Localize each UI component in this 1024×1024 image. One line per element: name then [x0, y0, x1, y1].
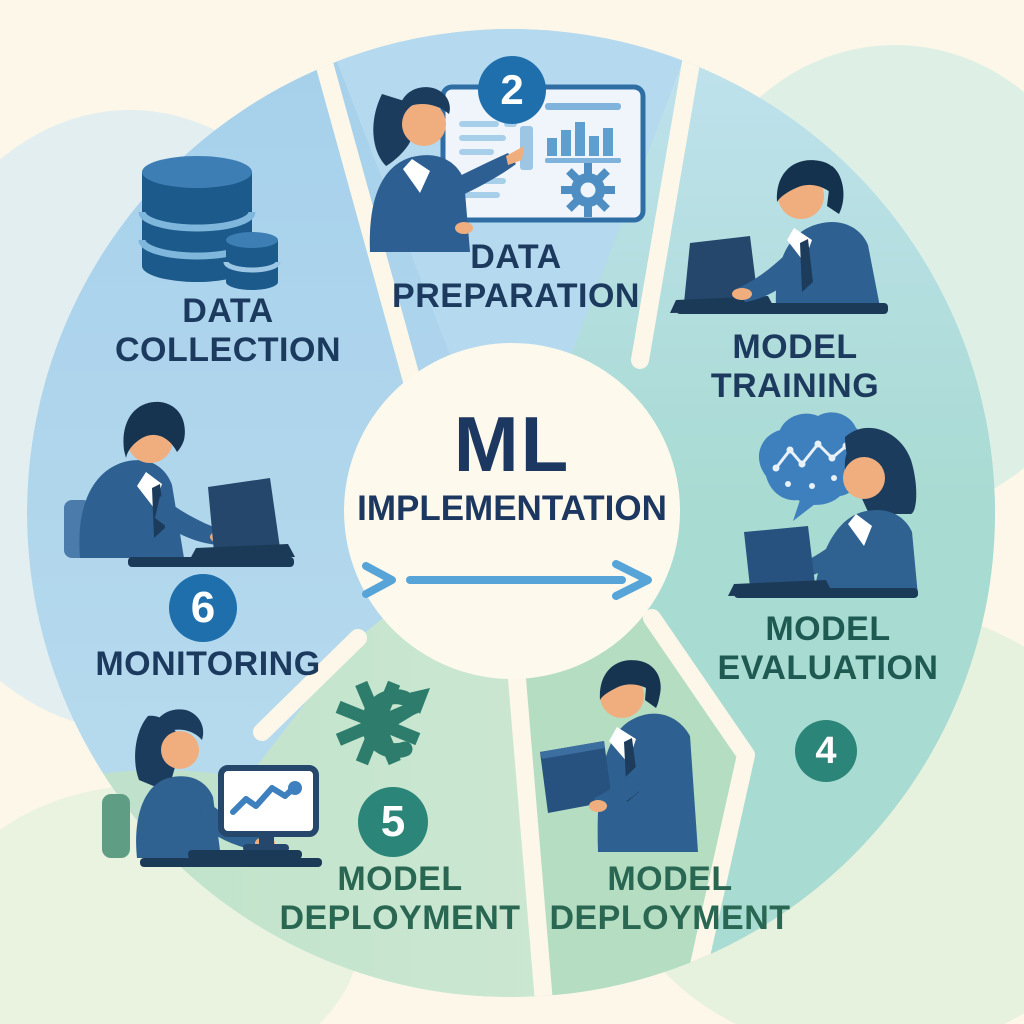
label-monitoring: MONITORING	[95, 645, 321, 683]
database-icon	[138, 156, 281, 290]
model-evaluation-woman-illustration	[728, 427, 918, 598]
brain-icon	[758, 412, 866, 521]
label-data-collection: DATA COLLECTION	[115, 292, 341, 369]
model-training-man-illustration	[670, 160, 888, 314]
badge-step-2: 2	[478, 56, 546, 124]
chevron-right-icon	[362, 562, 396, 598]
presentation-board-icon	[440, 84, 646, 223]
center-circle	[344, 343, 680, 679]
segment-data-preparation-wedge	[290, 29, 725, 513]
label-model-deployment-right: MODEL DEPLOYMENT	[549, 860, 791, 937]
gear-check-icon	[335, 680, 430, 766]
badge-step-5: 5	[358, 787, 428, 857]
board-gear-icon	[561, 163, 615, 217]
label-model-deployment-left: MODEL DEPLOYMENT	[279, 860, 521, 937]
center-subtitle: IMPLEMENTATION	[357, 489, 667, 528]
right-arrow-icon	[362, 560, 652, 600]
model-deployment-man-illustration	[540, 660, 698, 852]
center-title-block: ML IMPLEMENTATION	[342, 404, 682, 528]
label-data-preparation: DATA PREPARATION	[392, 238, 640, 315]
badge-step-4: 4	[795, 720, 857, 782]
monitoring-man-illustration	[64, 401, 295, 567]
tablet-icon	[540, 741, 612, 813]
center-title: ML	[453, 400, 571, 488]
monitor-line-chart-icon	[218, 765, 319, 852]
label-model-evaluation: MODEL EVALUATION	[717, 610, 939, 687]
badge-step-6: 6	[169, 574, 237, 642]
segment-dividers	[253, 29, 755, 997]
monitoring-woman-illustration	[102, 709, 322, 867]
presenter-woman-illustration	[369, 87, 524, 252]
label-model-training: MODEL TRAINING	[710, 328, 880, 405]
board-bar-chart-icon	[545, 103, 621, 163]
